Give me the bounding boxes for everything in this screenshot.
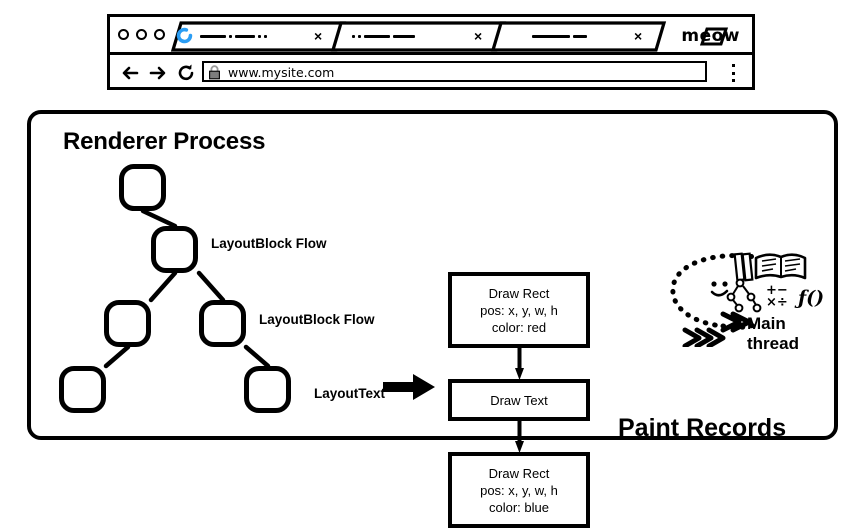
tab-1-close-button[interactable]: × — [314, 28, 323, 44]
browser-toolbar: www.mysite.com — [110, 55, 752, 90]
brand-label: meow — [681, 26, 740, 46]
layout-tree-node-block-1[interactable] — [151, 226, 198, 273]
reload-icon[interactable] — [176, 63, 196, 83]
record-line-2: pos: x, y, w, h — [480, 482, 558, 498]
record-connector-arrow-1 — [515, 347, 524, 380]
minimize-dot-button[interactable] — [136, 29, 147, 40]
paint-record-draw-text[interactable]: Draw Text — [448, 379, 590, 421]
main-thread-label: Main thread — [747, 314, 799, 353]
record-connector-arrow-2 — [515, 420, 524, 453]
three-dot-menu-icon[interactable] — [732, 64, 736, 82]
browser-tab-3[interactable]: × — [482, 21, 672, 52]
tab-2-title-placeholder — [352, 34, 415, 38]
function-icon: ƒ() — [794, 287, 824, 309]
tab-3-title-placeholder — [532, 34, 587, 38]
paint-records-label: Paint Records — [618, 414, 787, 442]
dotted-blob-icon — [670, 253, 764, 347]
record-line-3: color: red — [491, 319, 547, 335]
svg-text:×÷: ×÷ — [766, 295, 788, 310]
record-line-2: pos: x, y, w, h — [480, 302, 558, 318]
paint-record-draw-rect-red[interactable]: Draw Rect pos: x, y, w, h color: red — [448, 272, 590, 348]
tab-2-close-button[interactable]: × — [474, 28, 483, 44]
books-icon — [733, 252, 754, 282]
layout-tree-node-text-2[interactable] — [244, 366, 291, 413]
layout-tree-node-block-3[interactable] — [199, 300, 246, 347]
address-bar[interactable]: www.mysite.com — [202, 61, 707, 82]
math-symbols-icon: +− ×÷ — [766, 283, 788, 310]
tab-1-title-placeholder — [200, 34, 267, 38]
tab-strip: × × × meow — [110, 17, 752, 55]
back-arrow-icon[interactable] — [120, 63, 140, 83]
layout-tree-label-2: LayoutBlock Flow — [259, 312, 375, 327]
layout-tree-label-1: LayoutBlock Flow — [211, 236, 327, 251]
record-line-1: Draw Rect — [488, 465, 550, 481]
close-dot-button[interactable] — [118, 29, 129, 40]
lock-icon — [209, 65, 220, 80]
record-line-1: Draw Rect — [488, 285, 550, 301]
url-text: www.mysite.com — [228, 65, 335, 80]
svg-text:+−: +− — [766, 283, 788, 298]
record-line-1: Draw Text — [490, 392, 548, 408]
layout-tree-diagram: LayoutBlock Flow LayoutBlock Flow Layout… — [59, 164, 389, 424]
layout-tree-edges — [103, 208, 271, 369]
right-arrow-icon — [383, 374, 435, 400]
forward-arrow-icon[interactable] — [148, 63, 168, 83]
blue-ring-favicon-icon — [176, 27, 193, 44]
record-line-3: color: blue — [489, 499, 549, 515]
tab-3-close-button[interactable]: × — [634, 28, 643, 44]
window-controls — [118, 29, 165, 40]
page-title: Renderer Process — [63, 128, 266, 155]
tree-diagram-icon — [726, 278, 762, 313]
open-book-icon — [754, 253, 807, 280]
layout-tree-label-3: LayoutText — [314, 386, 386, 401]
layout-tree-node-block-2[interactable] — [104, 300, 151, 347]
new-tab-button[interactable] — [696, 26, 730, 47]
paint-record-draw-rect-blue[interactable]: Draw Rect pos: x, y, w, h color: blue — [448, 452, 590, 528]
browser-window: × × × meow — [107, 14, 755, 90]
layout-tree-node-root[interactable] — [119, 164, 166, 211]
layout-tree-node-text-1[interactable] — [59, 366, 106, 413]
main-thread-mascot: +− ×÷ ƒ() — [670, 252, 824, 347]
maximize-dot-button[interactable] — [154, 29, 165, 40]
renderer-process-panel: Renderer Process LayoutBlock Flow Layout… — [27, 110, 838, 528]
